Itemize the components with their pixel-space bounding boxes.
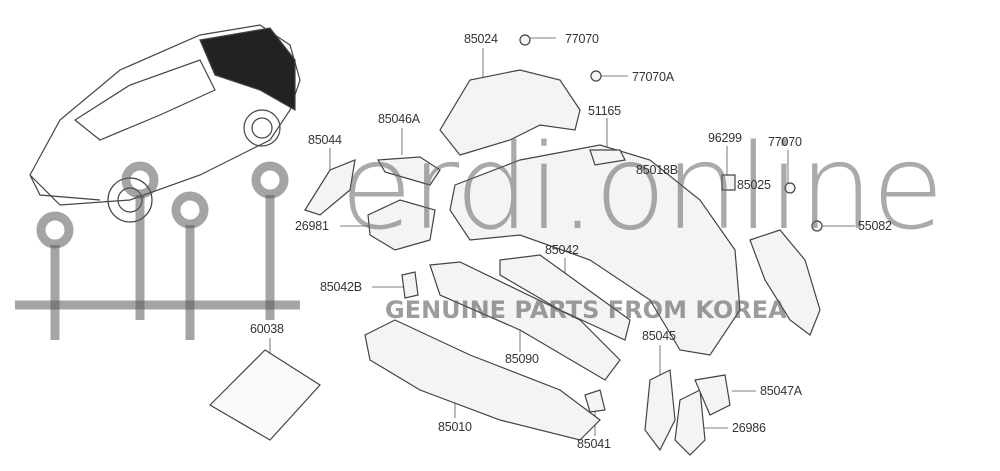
part-label-85044: 85044	[308, 133, 342, 147]
part-label-85042: 85042	[545, 243, 579, 257]
watermark-domain: erdi.online	[340, 118, 944, 256]
part-label-85024: 85024	[464, 32, 498, 46]
part-label-60038: 60038	[250, 322, 284, 336]
part-label-77070A: 77070A	[632, 70, 674, 84]
part-shapes	[209, 34, 823, 456]
part-label-85010: 85010	[438, 420, 472, 434]
part-label-85047A: 85047A	[760, 384, 802, 398]
part-label-96299: 96299	[708, 131, 742, 145]
part-label-85042B: 85042B	[320, 280, 362, 294]
watermark-logo	[15, 161, 300, 340]
part-label-26981: 26981	[295, 219, 329, 233]
part-label-85090: 85090	[505, 352, 539, 366]
part-label-55082: 55082	[858, 219, 892, 233]
part-label-85045: 85045	[642, 329, 676, 343]
part-label-77070-top: 77070	[565, 32, 599, 46]
vehicle-illustration	[29, 24, 301, 223]
part-label-26986: 26986	[732, 421, 766, 435]
part-label-77070-right: 77070	[768, 135, 802, 149]
part-label-85018B: 85018B	[636, 163, 678, 177]
part-label-85025: 85025	[737, 178, 771, 192]
part-label-85046A: 85046A	[378, 112, 420, 126]
part-label-51165: 51165	[588, 104, 621, 118]
part-label-85041: 85041	[577, 437, 611, 451]
watermark-tagline: GENUINE PARTS FROM KOREA	[385, 296, 787, 324]
